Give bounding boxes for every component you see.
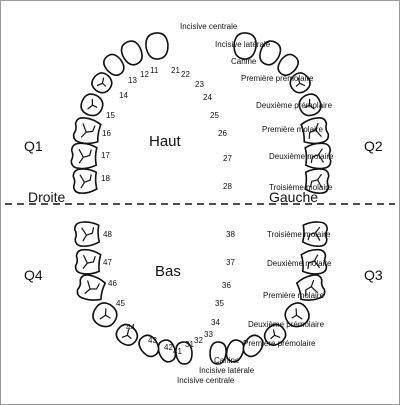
lower-tooth-name-6: Première molaire: [263, 291, 324, 300]
upper-left-number-25: 25: [210, 111, 219, 120]
tooth-43: [138, 334, 160, 358]
tooth-18: [72, 168, 98, 194]
upper-right-number-13: 13: [128, 76, 137, 85]
tooth-37: [300, 248, 328, 275]
upper-left-number-28: 28: [223, 182, 232, 191]
upper-left-number-27: 27: [223, 154, 232, 163]
tooth-47: [74, 248, 102, 275]
lower-left-number-35: 35: [215, 299, 224, 308]
tooth-13: [103, 53, 125, 77]
tooth-32: [225, 339, 245, 363]
tooth-25: [298, 93, 322, 117]
lower-tooth-name-1: Incisive centrale: [177, 376, 235, 385]
tooth-42: [157, 339, 177, 363]
upper-right-number-12: 12: [140, 70, 149, 79]
lower-tooth-name-4: Première prémolaire: [243, 339, 316, 348]
upper-right-number-11: 11: [150, 66, 159, 75]
tooth-48: [74, 221, 101, 247]
tooth-38: [301, 221, 328, 247]
upper-right-number-15: 15: [106, 111, 115, 120]
upper-right-number-17: 17: [101, 151, 110, 160]
upper-right-number-14: 14: [119, 91, 128, 100]
upper-tooth-name-5: Deuxième prémolaire: [256, 101, 333, 110]
left-side-label: Gauche: [269, 189, 318, 205]
upper-tooth-name-8: Troisième molaire: [269, 183, 333, 192]
lower-left-number-31: 31: [185, 340, 194, 349]
lower-right-number-43: 43: [148, 336, 157, 345]
lower-left-number-34: 34: [211, 318, 220, 327]
quadrant-q2-label: Q2: [364, 138, 383, 154]
tooth-24: [289, 72, 311, 94]
tooth-15: [80, 93, 104, 117]
lower-jaw-label: Bas: [155, 263, 181, 280]
right-side-label: Droite: [28, 189, 66, 205]
tooth-34: [263, 323, 287, 346]
upper-right-number-16: 16: [102, 129, 111, 138]
lower-right-number-48: 48: [103, 230, 112, 239]
lower-left-number-32: 32: [194, 336, 203, 345]
upper-left-number-22: 22: [181, 70, 190, 79]
lower-left-number-33: 33: [204, 330, 213, 339]
lower-left-number-37: 37: [226, 258, 235, 267]
tooth-14: [91, 72, 113, 94]
upper-left-number-26: 26: [218, 129, 227, 138]
lower-tooth-name-2: Incisive latérale: [199, 366, 255, 375]
lower-right-number-44: 44: [126, 323, 135, 332]
tooth-35: [284, 302, 310, 328]
lower-right-number-42: 42: [164, 343, 173, 352]
upper-left-number-23: 23: [195, 80, 204, 89]
tooth-12: [120, 40, 143, 66]
upper-left-number-24: 24: [203, 93, 212, 102]
upper-jaw-label: Haut: [149, 133, 182, 150]
tooth-16: [72, 116, 102, 145]
lower-tooth-name-7: Deuxième molaire: [267, 259, 332, 268]
tooth-36: [295, 274, 326, 301]
lower-right-number-46: 46: [108, 279, 117, 288]
tooth-23: [277, 53, 299, 77]
quadrant-q1-label: Q1: [24, 138, 43, 154]
upper-left-number-21: 21: [171, 66, 180, 75]
upper-tooth-name-3: Canine: [231, 57, 257, 66]
lower-right-number-41: 41: [173, 347, 182, 356]
lower-right-number-47: 47: [103, 258, 112, 267]
quadrant-q3-label: Q3: [364, 267, 383, 283]
tooth-45: [92, 302, 118, 328]
tooth-11: [145, 32, 169, 60]
tooth-21: [233, 32, 257, 60]
tooth-44: [115, 323, 139, 346]
lower-left-number-36: 36: [222, 281, 231, 290]
tooth-17: [70, 142, 98, 170]
tooth-33: [242, 334, 264, 358]
upper-tooth-name-1: Incisive centrale: [180, 22, 238, 31]
upper-tooth-name-6: Première molaire: [262, 125, 323, 134]
upper-tooth-name-2: Incisive latérale: [215, 40, 271, 49]
lower-right-number-45: 45: [116, 299, 125, 308]
teeth-layer: [70, 32, 332, 365]
upper-tooth-name-7: Deuxième molaire: [269, 152, 334, 161]
lower-left-number-38: 38: [226, 230, 235, 239]
upper-tooth-name-4: Première prémolaire: [241, 74, 314, 83]
upper-right-number-18: 18: [101, 174, 110, 183]
quadrant-q4-label: Q4: [24, 267, 43, 283]
tooth-28: [304, 168, 330, 194]
lower-tooth-name-8: Troisième molaire: [267, 230, 331, 239]
tooth-46: [76, 274, 107, 301]
lower-tooth-name-3: Canine: [214, 356, 240, 365]
tooth-41: [175, 341, 193, 365]
lower-tooth-name-5: Deuxième prémolaire: [248, 320, 325, 329]
